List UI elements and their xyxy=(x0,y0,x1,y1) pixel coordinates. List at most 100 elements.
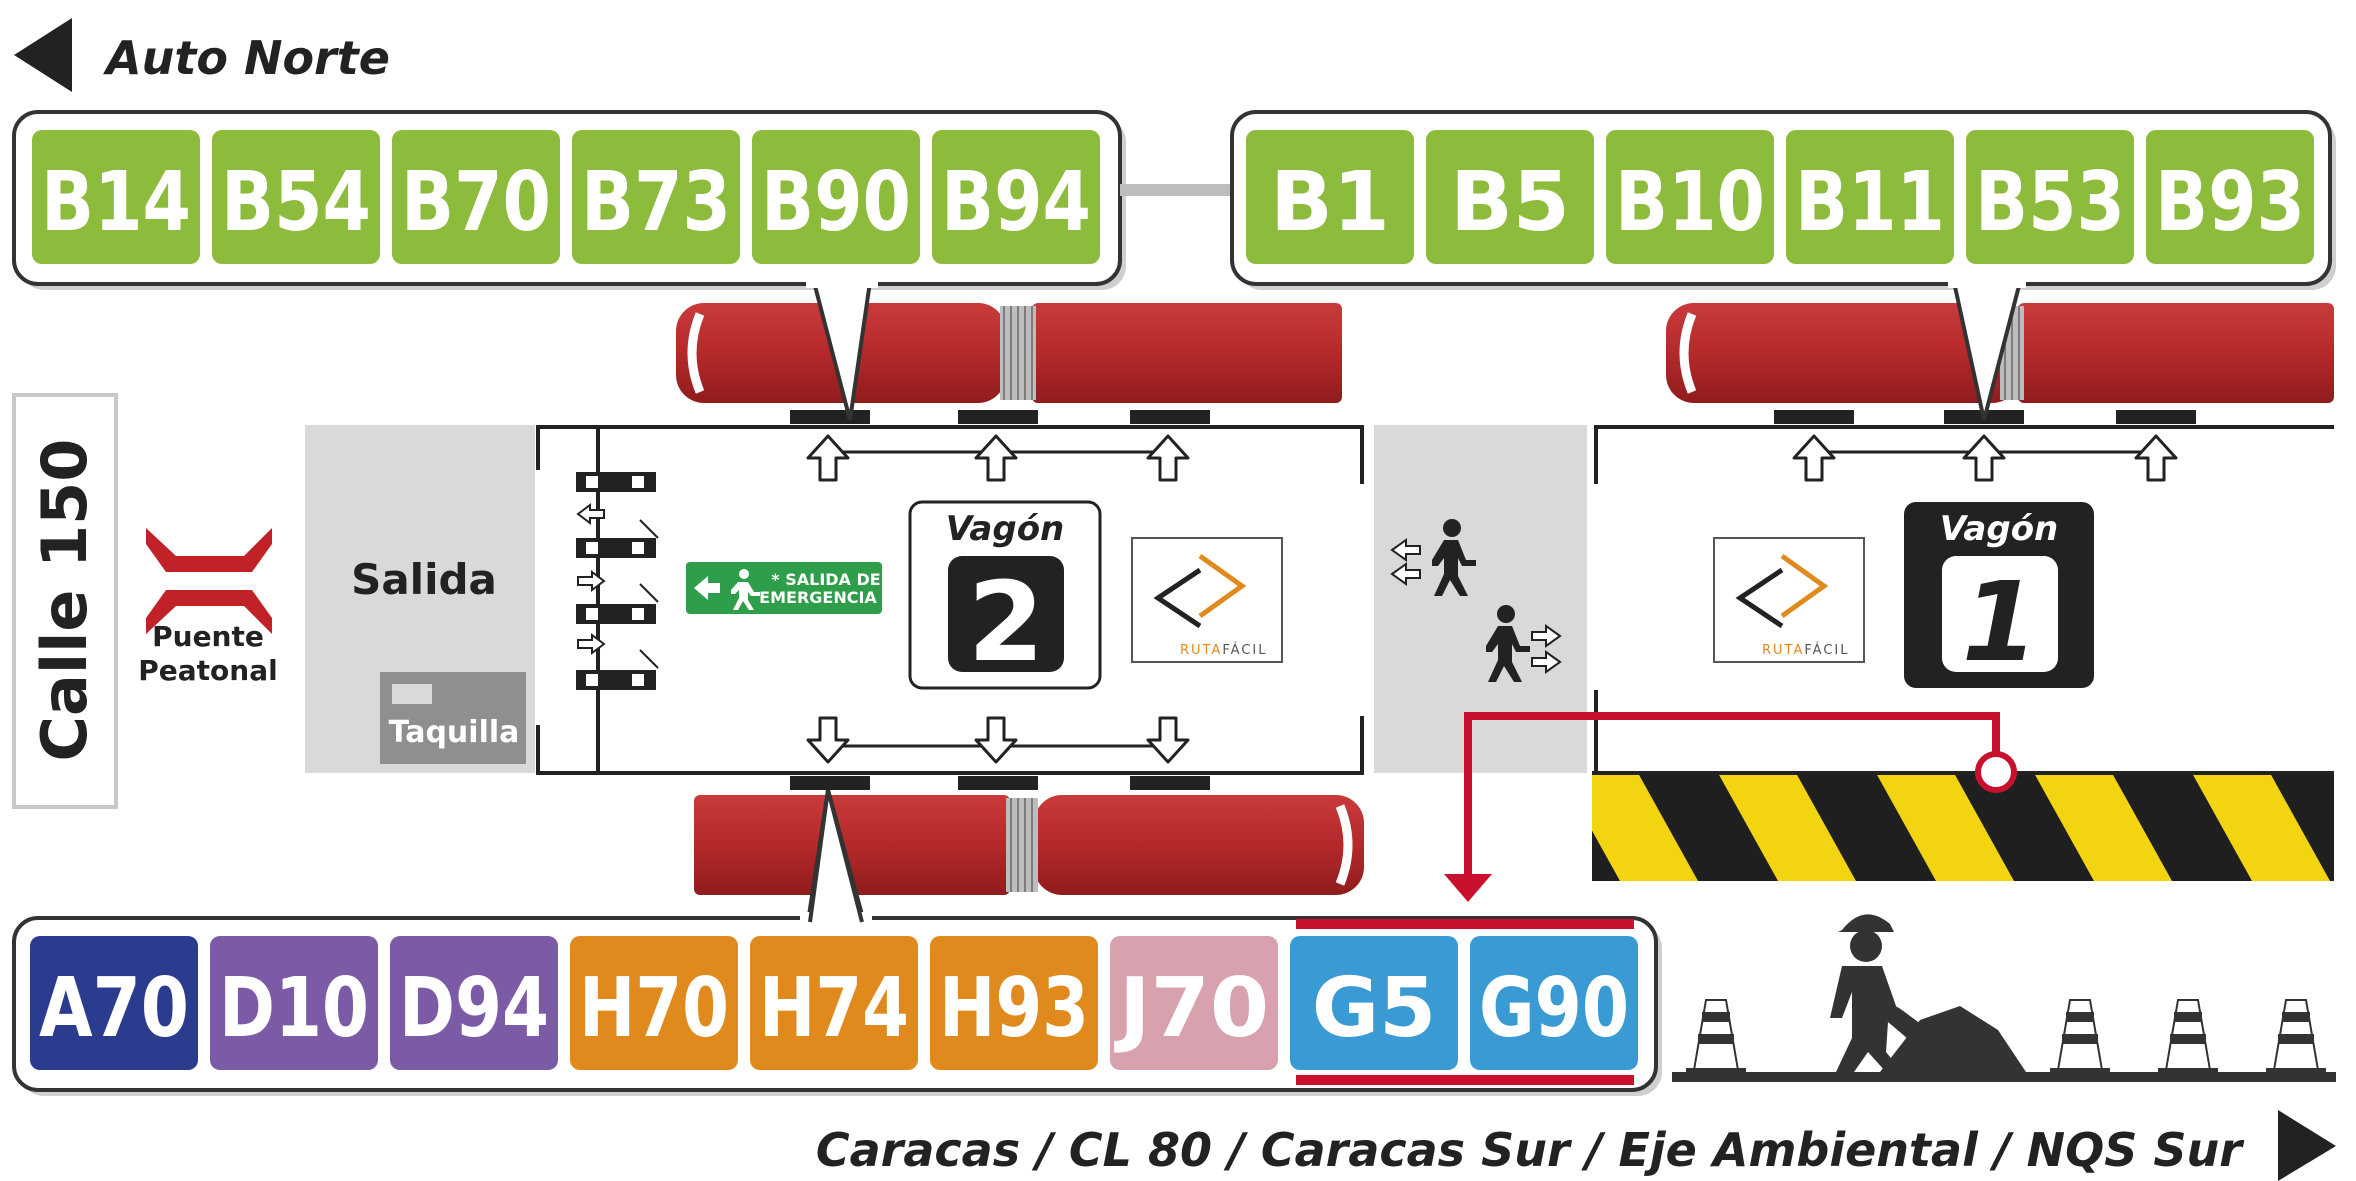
route-bottom-box xyxy=(570,936,738,1070)
street-label: Calle 150 xyxy=(28,439,101,762)
ruta-facil-word1-2: RUTA xyxy=(1762,643,1804,658)
route-top-right-b10: B10 xyxy=(1606,130,1774,264)
wagon-1-structure xyxy=(1594,410,2334,773)
route-bottom-box xyxy=(1110,936,1278,1070)
hazard-stripe-band xyxy=(1876,773,2014,881)
route-top-left-label: B90 xyxy=(761,155,911,250)
detour-indicator xyxy=(1444,712,2017,902)
route-top-left-label: B14 xyxy=(41,155,191,250)
route-bottom-box xyxy=(30,936,198,1070)
hazard-stripe-band xyxy=(2034,773,2172,881)
route-top-right-label: B10 xyxy=(1615,155,1765,250)
route-top-left-box xyxy=(932,130,1100,264)
route-top-right-b53: B53 xyxy=(1966,130,2134,264)
bus-top-left xyxy=(676,303,1342,403)
route-bottom-box xyxy=(750,936,918,1070)
route-bottom-h74: H74 xyxy=(750,936,918,1070)
dirt-pile-icon xyxy=(1880,1006,2026,1072)
exit-arrow-icon xyxy=(694,576,720,600)
construction-worker-icon xyxy=(1830,914,1962,1072)
route-top-left-b54: B54 xyxy=(212,130,380,264)
route-bottom-d10: D10 xyxy=(210,936,378,1070)
route-bottom-j70: J70 xyxy=(1110,936,1278,1070)
route-bottom-label: G5 xyxy=(1312,961,1436,1056)
route-top-right-box xyxy=(1246,130,1414,264)
bus-top-right xyxy=(1666,303,2334,403)
ticket-office-label: Taquilla xyxy=(389,715,520,750)
ruta-facil-word1: RUTA xyxy=(1180,643,1222,658)
route-top-left-box xyxy=(392,130,560,264)
route-top-left-label: B73 xyxy=(581,155,731,250)
hazard-stripe-band xyxy=(2350,773,2356,881)
route-top-right-b11: B11 xyxy=(1786,130,1954,264)
pedestrian-bridge: Puente Peatonal xyxy=(138,528,278,687)
direction-south-label: Caracas / CL 80 / Caracas Sur / Eje Ambi… xyxy=(816,1123,2245,1177)
walking-person-icon-2 xyxy=(1486,605,1562,682)
route-bottom-label: H70 xyxy=(579,961,729,1056)
route-top-right-label: B93 xyxy=(2155,155,2305,250)
hazard-stripe-band xyxy=(2192,773,2330,881)
svg-text:RUTAFÁCIL: RUTAFÁCIL xyxy=(1180,642,1267,658)
emergency-exit-sign: * SALIDA DE EMERGENCIA xyxy=(686,562,882,614)
running-person-icon xyxy=(731,569,760,610)
route-bottom-h93: H93 xyxy=(930,936,1098,1070)
route-top-right-b1: B1 xyxy=(1246,130,1414,264)
connector-area xyxy=(1374,425,1587,773)
route-top-right-label: B1 xyxy=(1270,155,1390,250)
route-top-left-box xyxy=(572,130,740,264)
ruta-facil-chevrons-icon xyxy=(1153,567,1202,629)
route-bottom-h70: H70 xyxy=(570,936,738,1070)
wagon-2-title: Vagón xyxy=(946,509,1065,549)
ruta-facil-logo: RUTAFÁCIL xyxy=(1131,537,1283,663)
direction-south: Caracas / CL 80 / Caracas Sur / Eje Ambi… xyxy=(816,1110,2336,1181)
route-top-left-box xyxy=(752,130,920,264)
route-top-right-box xyxy=(1786,130,1954,264)
bridge-label-line2: Peatonal xyxy=(138,654,277,687)
bus-bottom-left xyxy=(694,795,1364,895)
bridge-label-line1: Puente xyxy=(152,620,264,653)
street-sign: Calle 150 xyxy=(12,393,118,809)
route-top-left-b94: B94 xyxy=(932,130,1100,264)
walking-person-icon xyxy=(1390,519,1476,596)
direction-north-label: Auto Norte xyxy=(103,31,390,85)
wagon-2-structure xyxy=(536,410,1364,790)
route-bottom-label: H93 xyxy=(939,961,1089,1056)
route-bottom-box xyxy=(1290,936,1458,1070)
route-top-right-b5: B5 xyxy=(1426,130,1594,264)
route-top-right-label: B11 xyxy=(1795,155,1945,250)
route-top-left-label: B54 xyxy=(221,155,371,250)
route-bottom-box xyxy=(390,936,558,1070)
construction-scene xyxy=(1672,914,2336,1082)
route-top-right-b93: B93 xyxy=(2146,130,2314,264)
route-top-left-label: B94 xyxy=(941,155,1091,250)
route-bottom-box xyxy=(210,936,378,1070)
ruta-facil-word2-2: FÁCIL xyxy=(1804,642,1849,658)
route-top-left-label: B70 xyxy=(401,155,551,250)
route-bottom-a70: A70 xyxy=(30,936,198,1070)
route-panel-top-left: B14 B54 B70 B73 B90 B94 xyxy=(12,110,1126,421)
route-bottom-box xyxy=(1470,936,1638,1070)
direction-north: Auto Norte xyxy=(14,18,390,92)
hazard-stripe-band xyxy=(1592,773,1698,881)
turnstile-icons xyxy=(576,472,659,690)
route-bottom-label: G90 xyxy=(1479,961,1629,1056)
ruta-facil-logo-2: RUTAFÁCIL xyxy=(1713,537,1865,663)
ticket-office: Taquilla xyxy=(380,672,526,764)
ruta-facil-word2: FÁCIL xyxy=(1222,642,1267,658)
route-top-right-label: B53 xyxy=(1975,155,2125,250)
arrow-right-icon xyxy=(2278,1110,2336,1181)
route-top-left-b90: B90 xyxy=(752,130,920,264)
ruta-facil-chevrons-icon-2 xyxy=(1735,567,1784,629)
wagon-2-sign: Vagón 2 xyxy=(908,500,1102,690)
arrow-left-icon xyxy=(14,18,72,92)
route-top-right-box xyxy=(1426,130,1594,264)
route-bottom-g5: G5 xyxy=(1290,936,1458,1070)
route-top-right-box xyxy=(2146,130,2314,264)
route-bottom-label: J70 xyxy=(1114,961,1269,1056)
route-bottom-label: D94 xyxy=(399,961,549,1056)
hazard-stripe xyxy=(1592,773,2356,881)
route-top-left-b70: B70 xyxy=(392,130,560,264)
wagon-1-number: 1 xyxy=(1962,558,2039,686)
